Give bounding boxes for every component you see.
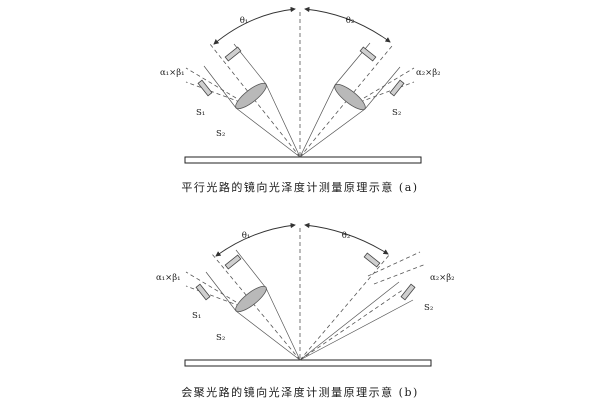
right-aperture-arm-2 bbox=[373, 263, 427, 285]
theta2-label: θ₂ bbox=[342, 231, 351, 241]
receiver-right-label: S₂ bbox=[424, 303, 433, 313]
right-marginal-ray-2 bbox=[299, 66, 401, 158]
left-top-slit-icon bbox=[224, 46, 242, 62]
right-top-slit-icon bbox=[363, 252, 381, 268]
angle-arc-left bbox=[213, 6, 296, 45]
left-aperture-arm-2 bbox=[185, 81, 241, 103]
right-converging-ray-2 bbox=[299, 299, 414, 361]
theta1-label: θ₁ bbox=[240, 16, 249, 26]
aperture-right-label: α₂×β₂ bbox=[430, 273, 455, 283]
aperture-right-label: α₂×β₂ bbox=[416, 68, 441, 78]
right-aperture-arm-1 bbox=[363, 67, 415, 99]
left-marginal-ray-2 bbox=[205, 271, 301, 361]
right-aperture-arm-1 bbox=[367, 251, 421, 277]
angle-arc-left bbox=[215, 222, 296, 257]
receiver-right-label: S₂ bbox=[392, 108, 401, 118]
aperture-left-label: α₁×β₁ bbox=[160, 68, 185, 78]
left-aperture-arm-1 bbox=[185, 271, 237, 303]
right-receiver-slab-icon bbox=[389, 79, 405, 97]
diagram-b: θ₁ θ₂ α₁×β bbox=[156, 222, 455, 367]
reflected-axis bbox=[299, 253, 391, 361]
slit-left-label: S₂ bbox=[216, 333, 225, 343]
left-top-slit-icon bbox=[224, 254, 242, 270]
incident-axis bbox=[211, 253, 301, 361]
left-aperture-arm-1 bbox=[185, 67, 237, 99]
left-source-slab-icon bbox=[195, 283, 211, 301]
right-top-slit-icon bbox=[359, 46, 377, 62]
left-lens-icon bbox=[235, 82, 267, 110]
angle-arc-right bbox=[304, 6, 391, 43]
right-receiver-slab-icon bbox=[400, 283, 416, 301]
left-lens-icon bbox=[235, 285, 267, 313]
caption-a: 平行光路的镜向光泽度计测量原理示意 (a) bbox=[181, 181, 419, 194]
diagram-a: θ₁ θ₂ bbox=[160, 6, 441, 164]
slit-left-label: S₂ bbox=[216, 129, 225, 139]
theta2-label: θ₂ bbox=[346, 16, 355, 26]
theta1-label: θ₁ bbox=[242, 231, 251, 241]
left-aperture-arm-2 bbox=[185, 285, 241, 307]
angle-arc-right bbox=[304, 222, 389, 255]
caption-b: 会聚光路的镜向光泽度计测量原理示意 (b) bbox=[181, 386, 419, 399]
left-marginal-ray-2 bbox=[203, 65, 301, 158]
right-converging-axis bbox=[299, 288, 405, 361]
right-aperture-arm-2 bbox=[359, 81, 415, 103]
left-source-slab-icon bbox=[197, 79, 213, 97]
source-left-label: S₁ bbox=[196, 108, 205, 118]
sample-surface bbox=[184, 359, 432, 367]
right-lens-icon bbox=[334, 83, 366, 111]
aperture-left-label: α₁×β₁ bbox=[156, 273, 181, 283]
source-left-label: S₁ bbox=[192, 311, 201, 321]
right-converging-ray-1 bbox=[299, 281, 400, 361]
sample-surface bbox=[184, 156, 422, 164]
